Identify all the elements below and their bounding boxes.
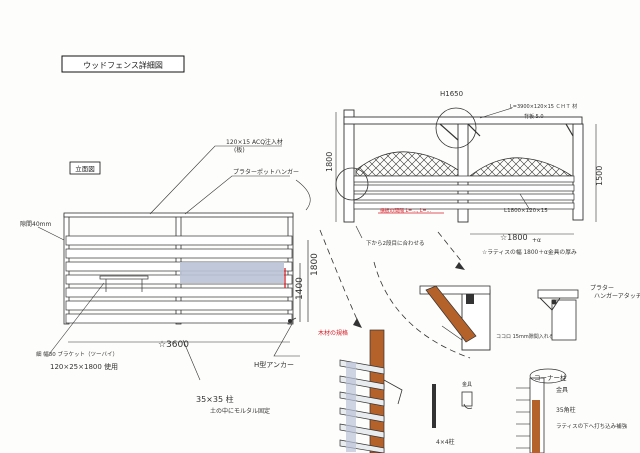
anchor-label: H型アンカー <box>254 360 294 369</box>
top-rail-sub: (板) <box>234 146 245 154</box>
post-35-label: 35×35 柱 <box>196 394 234 404</box>
height-1400: 1400 <box>295 277 305 300</box>
corner-post-label: コーナー柱 <box>534 373 567 382</box>
hanger-detail <box>537 289 579 341</box>
bracket-note: ココロ 15mm隙間入れる <box>496 333 554 340</box>
section-label-box: 立面図 <box>69 161 101 175</box>
section-label: 立面図 <box>75 164 95 173</box>
gap-label: 隙間40mm <box>20 220 51 228</box>
wood-note: 木材の規格 <box>318 329 348 337</box>
elevation-leaders <box>37 145 311 381</box>
small-fittings <box>432 384 473 428</box>
height-dims <box>299 240 309 322</box>
height-1800: 1800 <box>310 253 320 276</box>
fence-detail-view <box>335 107 597 235</box>
lattice-fix-label: ラティスの下へ打ち込み補強 <box>556 422 628 430</box>
post-35b-label: 35角柱 <box>556 406 576 414</box>
post-detail <box>339 329 403 453</box>
post-35-sub: 土の中にモルタル固定 <box>210 407 270 415</box>
corner-post-detail <box>516 368 567 453</box>
detail-red-note: 横板の間隔 L=..., L=... <box>380 207 431 214</box>
detail-h1650: H1650 <box>440 90 463 98</box>
top-rail-spec: 120×15 ACQ注入材 <box>226 138 283 146</box>
post-note: 細 幅80 ブラケット（ツーバイ） <box>36 350 118 358</box>
pillar-label: 4×4柱 <box>436 438 455 446</box>
detail-top-sub: 背板 5.0 <box>524 113 544 120</box>
detail-front-note: 下から2段目に合わせる <box>366 239 425 247</box>
detail-callout-curves <box>319 229 471 359</box>
horizontal-boards <box>65 235 293 324</box>
fence-elevation <box>63 212 297 325</box>
hanger-label: プラターハンガーアタッチ <box>590 284 640 300</box>
detail-width-alpha: +α <box>532 237 541 244</box>
fixture-label: 金具 <box>556 386 568 394</box>
page-title: ウッドフェンス詳細図 <box>83 60 163 70</box>
detail-leaders <box>355 107 531 239</box>
detail-lower-board: L1800×120×15 <box>504 208 548 214</box>
title-box: ウッドフェンス詳細図 <box>61 55 185 73</box>
post-spec: 120×25×1800 使用 <box>50 362 118 371</box>
small-hanger-label: 金具 <box>462 381 472 388</box>
detail-top-spec: L=3900×120×15 ＣＨＴ 材 <box>510 103 577 110</box>
detail-lattice-note: ☆ラティスの幅 1800＋α金具の厚み <box>482 248 577 256</box>
bracket-detail <box>419 285 491 351</box>
detail-height-1500: 1500 <box>595 166 604 186</box>
detail-height-1800: 1800 <box>325 152 334 172</box>
detail-width-1800: ☆1800 <box>500 233 528 242</box>
planter-hanger-label: プラターポットハンガー <box>233 168 299 176</box>
total-width: ☆3600 <box>158 340 189 350</box>
